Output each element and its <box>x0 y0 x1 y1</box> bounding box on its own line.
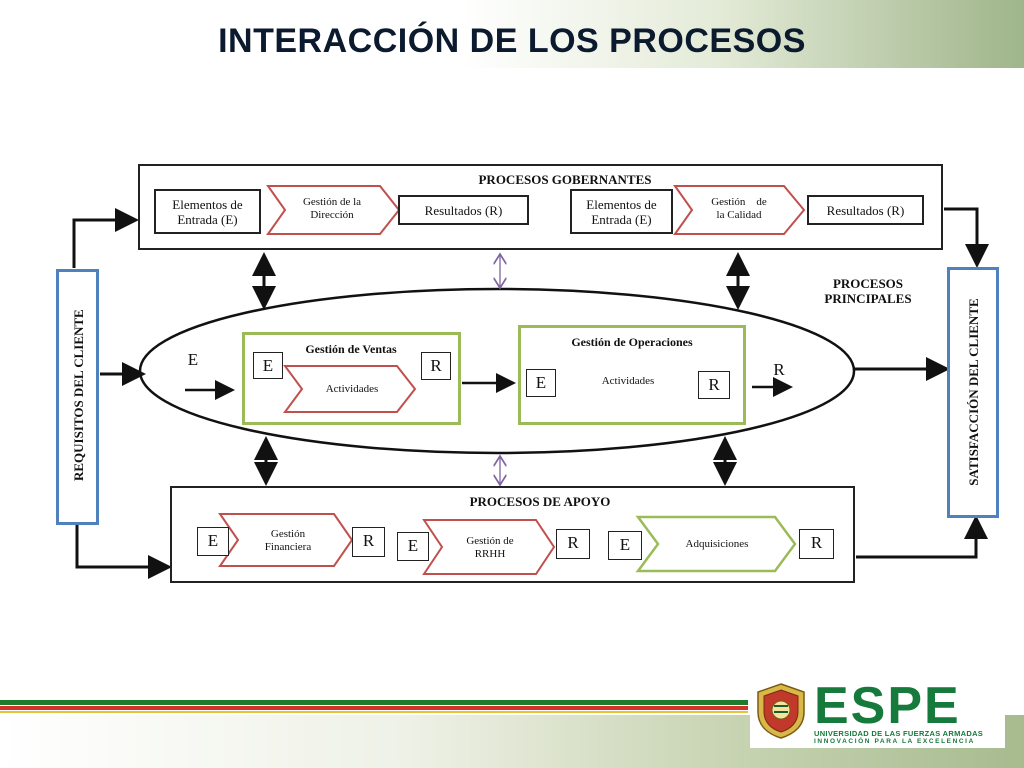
header-band <box>0 0 1024 68</box>
arrow-gobernantes-to-satisfaccion <box>944 207 989 268</box>
gob-output-1: Resultados (R) <box>398 195 529 225</box>
arrow-req-to-apoyo <box>75 524 172 579</box>
apoyo-adquisiciones-e: E <box>608 531 642 560</box>
gobernantes-title: PROCESOS GOBERNANTES <box>478 172 652 187</box>
ventas-activity: Actividades <box>325 383 379 395</box>
requisitos-label: REQUISITOS DEL CLIENTE <box>71 309 86 481</box>
satisfaccion-bar <box>947 267 999 518</box>
apoyo-rrhh-e: E <box>397 532 429 561</box>
footer-stripes <box>0 700 748 714</box>
gob-input-1: Elementos de Entrada (E) <box>154 189 261 234</box>
stripe-yellow <box>0 711 748 713</box>
logo-tagline: INNOVACIÓN PARA LA EXCELENCIA <box>814 738 975 745</box>
gob-input-2: Elementos de Entrada (E) <box>570 189 673 234</box>
espe-logo: ESPE UNIVERSIDAD DE LAS FUERZAS ARMADAS … <box>750 676 1005 748</box>
arrow-req-to-gobernantes <box>72 208 139 268</box>
gob-input-2-label: Elementos de Entrada (E) <box>586 197 657 227</box>
operaciones-e: E <box>526 369 556 397</box>
gob-output-2: Resultados (R) <box>807 195 924 225</box>
ventas-title: Gestión de Ventas <box>305 342 397 356</box>
requisitos-bar <box>56 269 99 525</box>
principales-input-e: E <box>187 350 199 369</box>
operaciones-title: Gestión de Operaciones <box>571 335 693 349</box>
logo-subtitle: UNIVERSIDAD DE LAS FUERZAS ARMADAS <box>814 729 984 738</box>
arrow-apoyo-to-satisfaccion <box>856 515 988 559</box>
stripe-red <box>0 706 748 710</box>
apoyo-rrhh-label: Gestión de RRHH <box>466 535 514 560</box>
principales-title: PROCESOS PRINCIPALES <box>824 276 912 306</box>
operaciones-activity: Actividades <box>601 375 655 387</box>
apoyo-financiera-label: Gestión Financiera <box>264 528 312 553</box>
apoyo-rrhh-r: R <box>556 529 590 559</box>
apoyo-adquisiciones-r: R <box>799 529 834 559</box>
satisfaccion-label: SATISFACCIÓN DEL CLIENTE <box>966 298 981 486</box>
slide-title: INTERACCIÓN DE LOS PROCESOS <box>218 22 806 60</box>
gob-output-2-label: Resultados (R) <box>826 203 905 218</box>
principales-output-r: R <box>773 360 785 379</box>
ventas-e: E <box>253 352 283 379</box>
gob-proc-2-label: Gestión de la Calidad <box>711 196 770 221</box>
apoyo-adquisiciones-label: Adquisiciones <box>685 538 749 550</box>
apoyo-financiera-e: E <box>197 527 229 556</box>
stripe-green <box>0 700 748 705</box>
operaciones-r: R <box>698 371 730 399</box>
apoyo-financiera-r: R <box>352 527 385 557</box>
gob-input-1-label: Elementos de Entrada (E) <box>172 197 243 227</box>
university-seal-icon <box>757 683 805 739</box>
apoyo-title: PROCESOS DE APOYO <box>469 494 611 509</box>
logo-text: ESPE <box>814 677 961 735</box>
ventas-r: R <box>421 352 451 380</box>
gob-output-1-label: Resultados (R) <box>424 203 503 218</box>
gob-proc-1-label: Gestión de la Dirección <box>302 196 362 221</box>
